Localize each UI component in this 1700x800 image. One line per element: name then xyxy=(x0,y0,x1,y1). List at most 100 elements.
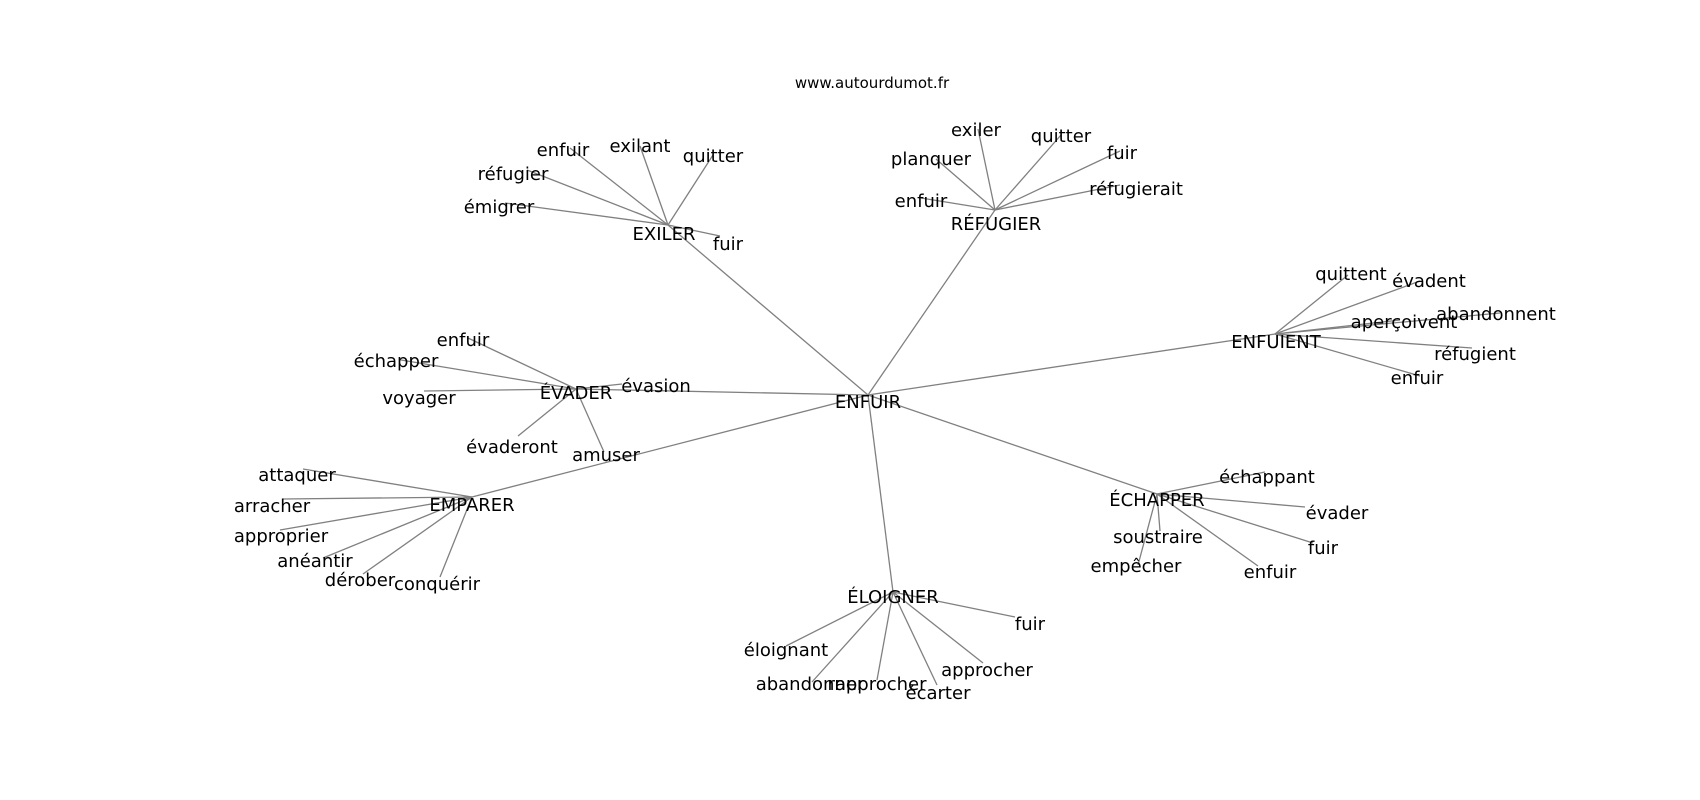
edge-hub-leaf xyxy=(1137,493,1158,566)
leaf-word-label[interactable]: dérober xyxy=(325,570,396,591)
edge-root-hub xyxy=(867,209,996,396)
edge-hub-leaf xyxy=(811,591,894,683)
edge-root-hub xyxy=(867,333,1276,396)
leaf-word-label[interactable]: conquérir xyxy=(394,574,481,595)
leaf-word-label[interactable]: fuir xyxy=(713,234,744,255)
edge-hub-leaf xyxy=(517,388,577,437)
leaf-word-label[interactable]: enfuir xyxy=(1244,562,1297,583)
edge-hub-leaf xyxy=(1156,493,1314,544)
edge-hub-leaf xyxy=(575,388,605,453)
edge-hub-leaf xyxy=(362,496,473,575)
edge-hub-leaf xyxy=(1156,493,1161,532)
edge-hub-leaf xyxy=(1274,274,1349,335)
edge-hub-leaf xyxy=(977,128,996,211)
leaf-word-label[interactable]: fuir xyxy=(1308,538,1339,559)
leaf-word-label[interactable]: éloignant xyxy=(744,640,828,661)
edge-hub-leaf xyxy=(279,496,473,531)
leaf-word-label[interactable]: amuser xyxy=(572,445,640,466)
leaf-word-label[interactable]: fuir xyxy=(1107,143,1138,164)
hub-word-label[interactable]: ÉLOIGNER xyxy=(847,586,939,608)
edge-hub-leaf xyxy=(322,496,473,559)
leaf-word-label[interactable]: évasion xyxy=(621,376,691,397)
leaf-word-label[interactable]: planquer xyxy=(891,149,972,170)
leaf-word-label[interactable]: enfuir xyxy=(437,330,490,351)
edge-hub-leaf xyxy=(892,591,1016,618)
edge-hub-leaf xyxy=(892,591,984,664)
edge-hub-leaf xyxy=(1274,319,1401,335)
leaf-word-label[interactable]: approcher xyxy=(941,660,1033,681)
leaf-word-label[interactable]: évader xyxy=(1306,503,1369,524)
hub-word-label[interactable]: RÉFUGIER xyxy=(951,213,1042,235)
leaf-word-label[interactable]: voyager xyxy=(382,388,456,409)
edge-hub-leaf xyxy=(569,147,669,226)
edge-root-hub xyxy=(575,388,869,396)
leaf-word-label[interactable]: exilant xyxy=(610,136,671,157)
leaf-word-label[interactable]: échappant xyxy=(1219,467,1315,488)
hub-word-label[interactable]: EMPARER xyxy=(429,495,514,516)
leaf-word-label[interactable]: empêcher xyxy=(1091,556,1182,577)
edge-hub-leaf xyxy=(920,197,996,211)
edge-hub-leaf xyxy=(504,202,669,226)
leaf-word-label[interactable]: quittent xyxy=(1315,264,1387,285)
leaf-word-label[interactable]: réfugient xyxy=(1434,344,1516,365)
edge-hub-leaf xyxy=(935,158,996,211)
leaf-word-label[interactable]: abandonnent xyxy=(1436,304,1556,325)
edge-hub-leaf xyxy=(876,591,894,681)
source-label: www.autourdumot.fr xyxy=(795,74,950,92)
leaf-word-label[interactable]: enfuir xyxy=(895,191,948,212)
edges-layer xyxy=(279,128,1501,686)
leaf-word-label[interactable]: échapper xyxy=(354,351,439,372)
leaf-word-label[interactable]: émigrer xyxy=(464,197,535,218)
edge-hub-leaf xyxy=(467,337,577,390)
edge-hub-leaf xyxy=(994,134,1062,211)
leaf-word-label[interactable]: anéantir xyxy=(277,551,353,572)
leaf-word-label[interactable]: soustraire xyxy=(1113,527,1203,548)
edge-hub-leaf xyxy=(1156,493,1259,567)
edge-hub-leaf xyxy=(575,383,623,390)
leaf-word-label[interactable]: aperçoivent xyxy=(1351,312,1458,333)
leaf-word-label[interactable]: enfuir xyxy=(1391,368,1444,389)
leaf-word-label[interactable]: approprier xyxy=(234,526,329,547)
leaf-word-label[interactable]: quitter xyxy=(683,146,744,167)
edge-hub-leaf xyxy=(439,496,473,578)
hub-word-label[interactable]: ÉVADER xyxy=(540,382,613,404)
leaf-word-label[interactable]: écarter xyxy=(906,683,972,704)
edge-root-hub xyxy=(471,394,869,498)
edge-root-hub xyxy=(867,394,894,593)
hub-word-label[interactable]: ENFUIENT xyxy=(1231,332,1322,353)
edge-hub-leaf xyxy=(302,468,473,498)
edge-hub-leaf xyxy=(1156,493,1306,508)
edge-hub-leaf xyxy=(1274,333,1473,349)
leaf-word-label[interactable]: exiler xyxy=(951,120,1001,141)
edge-hub-leaf xyxy=(994,184,1121,211)
edge-hub-leaf xyxy=(526,169,669,226)
leaf-word-label[interactable]: fuir xyxy=(1015,614,1046,635)
edge-hub-leaf xyxy=(667,224,721,237)
leaf-word-label[interactable]: quitter xyxy=(1031,126,1092,147)
leaf-word-label[interactable]: réfugierait xyxy=(1089,179,1183,200)
hub-word-label[interactable]: ÉCHAPPER xyxy=(1109,489,1204,511)
root-word-label[interactable]: ENFUIR xyxy=(835,392,901,413)
edge-hub-leaf xyxy=(282,496,473,500)
edge-hub-leaf xyxy=(423,388,577,392)
edge-root-hub xyxy=(667,224,869,396)
leaf-word-label[interactable]: réfugier xyxy=(478,164,549,185)
leaf-word-label[interactable]: évadent xyxy=(1392,271,1466,292)
edge-hub-leaf xyxy=(892,591,938,686)
leaf-word-label[interactable]: évaderont xyxy=(466,437,558,458)
edge-hub-leaf xyxy=(667,154,714,226)
edge-hub-leaf xyxy=(1274,280,1421,335)
edge-hub-leaf xyxy=(1274,333,1421,377)
edge-root-hub xyxy=(867,394,1158,495)
leaf-word-label[interactable]: arracher xyxy=(234,496,311,517)
leaf-word-label[interactable]: attaquer xyxy=(258,465,336,486)
hub-word-label[interactable]: EXILER xyxy=(633,224,696,245)
leaf-word-label[interactable]: enfuir xyxy=(537,140,590,161)
edge-hub-leaf xyxy=(785,591,894,647)
edge-hub-leaf xyxy=(639,145,669,226)
edge-hub-leaf xyxy=(1274,312,1501,335)
leaf-word-label[interactable]: rapprocher xyxy=(827,674,927,695)
leaf-word-label[interactable]: abandonner xyxy=(756,674,865,695)
